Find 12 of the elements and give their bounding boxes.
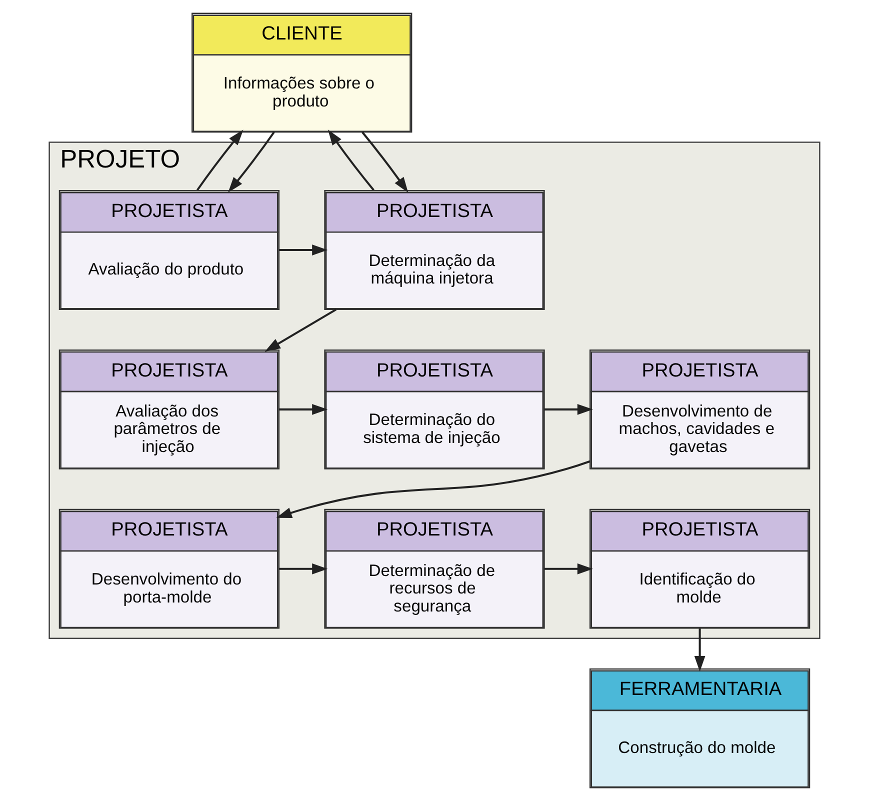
- arrow: [196, 130, 244, 191]
- arrow: [544, 563, 593, 574]
- arrow: [279, 404, 328, 415]
- arrow: [276, 460, 590, 518]
- arrow: [328, 130, 374, 191]
- arrow: [362, 132, 408, 193]
- arrow: [264, 308, 337, 352]
- arrow: [279, 244, 328, 256]
- arrow: [228, 132, 275, 193]
- arrow: [279, 563, 328, 574]
- arrow: [694, 628, 706, 672]
- arrow: [544, 404, 593, 415]
